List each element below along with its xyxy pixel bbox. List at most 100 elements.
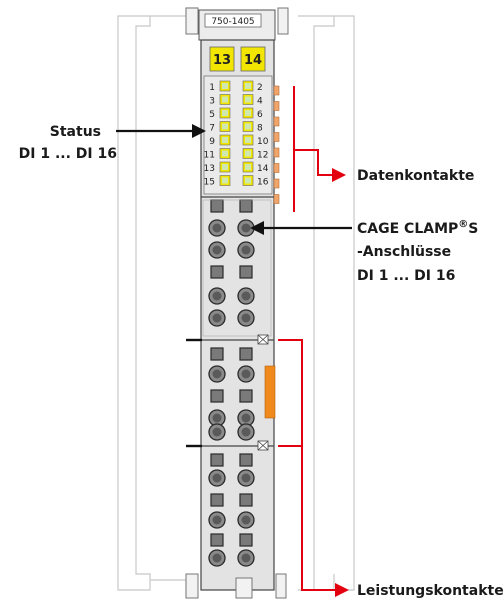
power-contact-bar <box>264 365 276 419</box>
data-contact <box>273 116 280 127</box>
cage-clamp-hole <box>241 473 251 483</box>
data-contact <box>273 147 280 158</box>
data-contact <box>273 163 280 173</box>
led-panel <box>203 75 273 195</box>
data-contact <box>273 178 280 189</box>
status-led-window <box>245 150 251 157</box>
cage-clamp-hole <box>241 291 251 301</box>
cage-clamp-actuator <box>210 533 224 547</box>
cage-clamp-block-middle <box>208 347 255 441</box>
cage-clamp-hole <box>212 515 222 525</box>
cage-clamp-hole <box>212 245 222 255</box>
cage-clamp-actuator <box>239 389 253 403</box>
data-contact <box>273 85 280 96</box>
status-led-window <box>222 110 228 116</box>
status-label-line2: DI 1 ... DI 16 <box>19 146 117 162</box>
cage-clamp-block-lower <box>208 453 255 567</box>
data-contact <box>273 101 280 111</box>
data-contacts-arrow-head <box>332 168 346 182</box>
led-number-right: 2 <box>257 83 263 93</box>
data-contact <box>273 132 280 142</box>
status-led-window <box>245 164 251 170</box>
data-contacts <box>273 85 280 204</box>
cage-clamp-label-line1: CAGE CLAMP®S <box>357 219 478 237</box>
led-number-left: 11 <box>204 151 215 161</box>
cage-clamp-hole <box>212 313 222 323</box>
cage-clamp-actuator <box>239 347 253 361</box>
status-led-window <box>222 123 228 130</box>
status-led-window <box>245 83 251 89</box>
status-led-window <box>222 96 228 103</box>
cage-clamp-hole <box>212 413 222 423</box>
led-number-right: 12 <box>257 151 268 161</box>
channel-tag-13-label: 13 <box>213 53 231 68</box>
status-led-window <box>245 177 251 184</box>
cage-clamp-hole <box>212 553 222 563</box>
led-number-left: 1 <box>209 83 215 93</box>
led-number-right: 16 <box>257 178 269 188</box>
status-led-window <box>245 123 251 130</box>
clamp-frame <box>202 199 272 337</box>
power-contacts-bracket <box>278 339 337 591</box>
status-label-line1: Status <box>50 124 101 140</box>
status-led-window <box>222 137 228 143</box>
status-led-window <box>222 150 228 157</box>
data-contacts-arrow <box>294 149 334 176</box>
cage-clamp-actuator <box>239 453 253 467</box>
cage-clamp-hole <box>241 427 251 437</box>
led-number-right: 6 <box>257 110 263 120</box>
status-led-window <box>222 83 228 89</box>
led-number-left: 5 <box>209 110 215 120</box>
cage-clamp-hole <box>241 223 251 233</box>
separator-marker-1 <box>257 334 269 345</box>
cage-clamp-actuator <box>210 493 224 507</box>
cage-clamp-hole <box>241 369 251 379</box>
separator-marker-2 <box>257 440 269 451</box>
cage-clamp-actuator <box>210 199 224 213</box>
cage-clamp-actuator <box>239 533 253 547</box>
led-number-right: 14 <box>257 164 269 174</box>
article-number-plate <box>204 13 262 28</box>
led-number-left: 7 <box>209 124 215 134</box>
cage-clamp-actuator <box>239 493 253 507</box>
data-contact <box>273 194 280 204</box>
cage-clamp-label-line2: -Anschlüsse <box>357 244 451 260</box>
cage-clamp-actuator <box>239 265 253 279</box>
status-led-window <box>222 177 228 184</box>
led-number-right: 10 <box>257 137 269 147</box>
cage-clamp-hole <box>241 413 251 423</box>
channel-tag-14 <box>240 46 266 72</box>
cage-clamp-hole <box>212 223 222 233</box>
led-number-left: 13 <box>204 164 215 174</box>
cage-clamp-hole <box>241 515 251 525</box>
cage-clamp-block-upper <box>202 199 272 337</box>
status-led-window <box>245 110 251 116</box>
data-contacts-label: Datenkontakte <box>357 168 474 184</box>
power-contacts-arrow-head <box>335 583 349 597</box>
status-led-window <box>222 164 228 170</box>
led-number-right: 4 <box>257 97 263 107</box>
article-number: 750-1405 <box>211 17 254 27</box>
led-number-left: 3 <box>209 97 215 107</box>
cage-clamp-hole <box>241 245 251 255</box>
status-arrow-head <box>192 124 206 138</box>
cage-clamp-hole <box>212 291 222 301</box>
cage-clamp-hole <box>212 369 222 379</box>
led-number-left: 9 <box>209 137 215 147</box>
led-number-left: 15 <box>204 178 215 188</box>
channel-tag-13 <box>209 46 235 72</box>
status-led-window <box>245 137 251 143</box>
channel-tag-14-label: 14 <box>244 53 262 68</box>
cage-clamp-actuator <box>210 389 224 403</box>
cage-clamp-arrow-head <box>250 221 264 235</box>
cage-clamp-hole <box>212 427 222 437</box>
cage-clamp-actuator <box>239 199 253 213</box>
cage-clamp-actuator <box>210 453 224 467</box>
cage-clamp-hole <box>241 313 251 323</box>
cage-clamp-hole <box>212 473 222 483</box>
led-number-right: 8 <box>257 124 263 134</box>
cage-clamp-label-line3: DI 1 ... DI 16 <box>357 268 455 284</box>
cage-clamp-actuator <box>210 347 224 361</box>
